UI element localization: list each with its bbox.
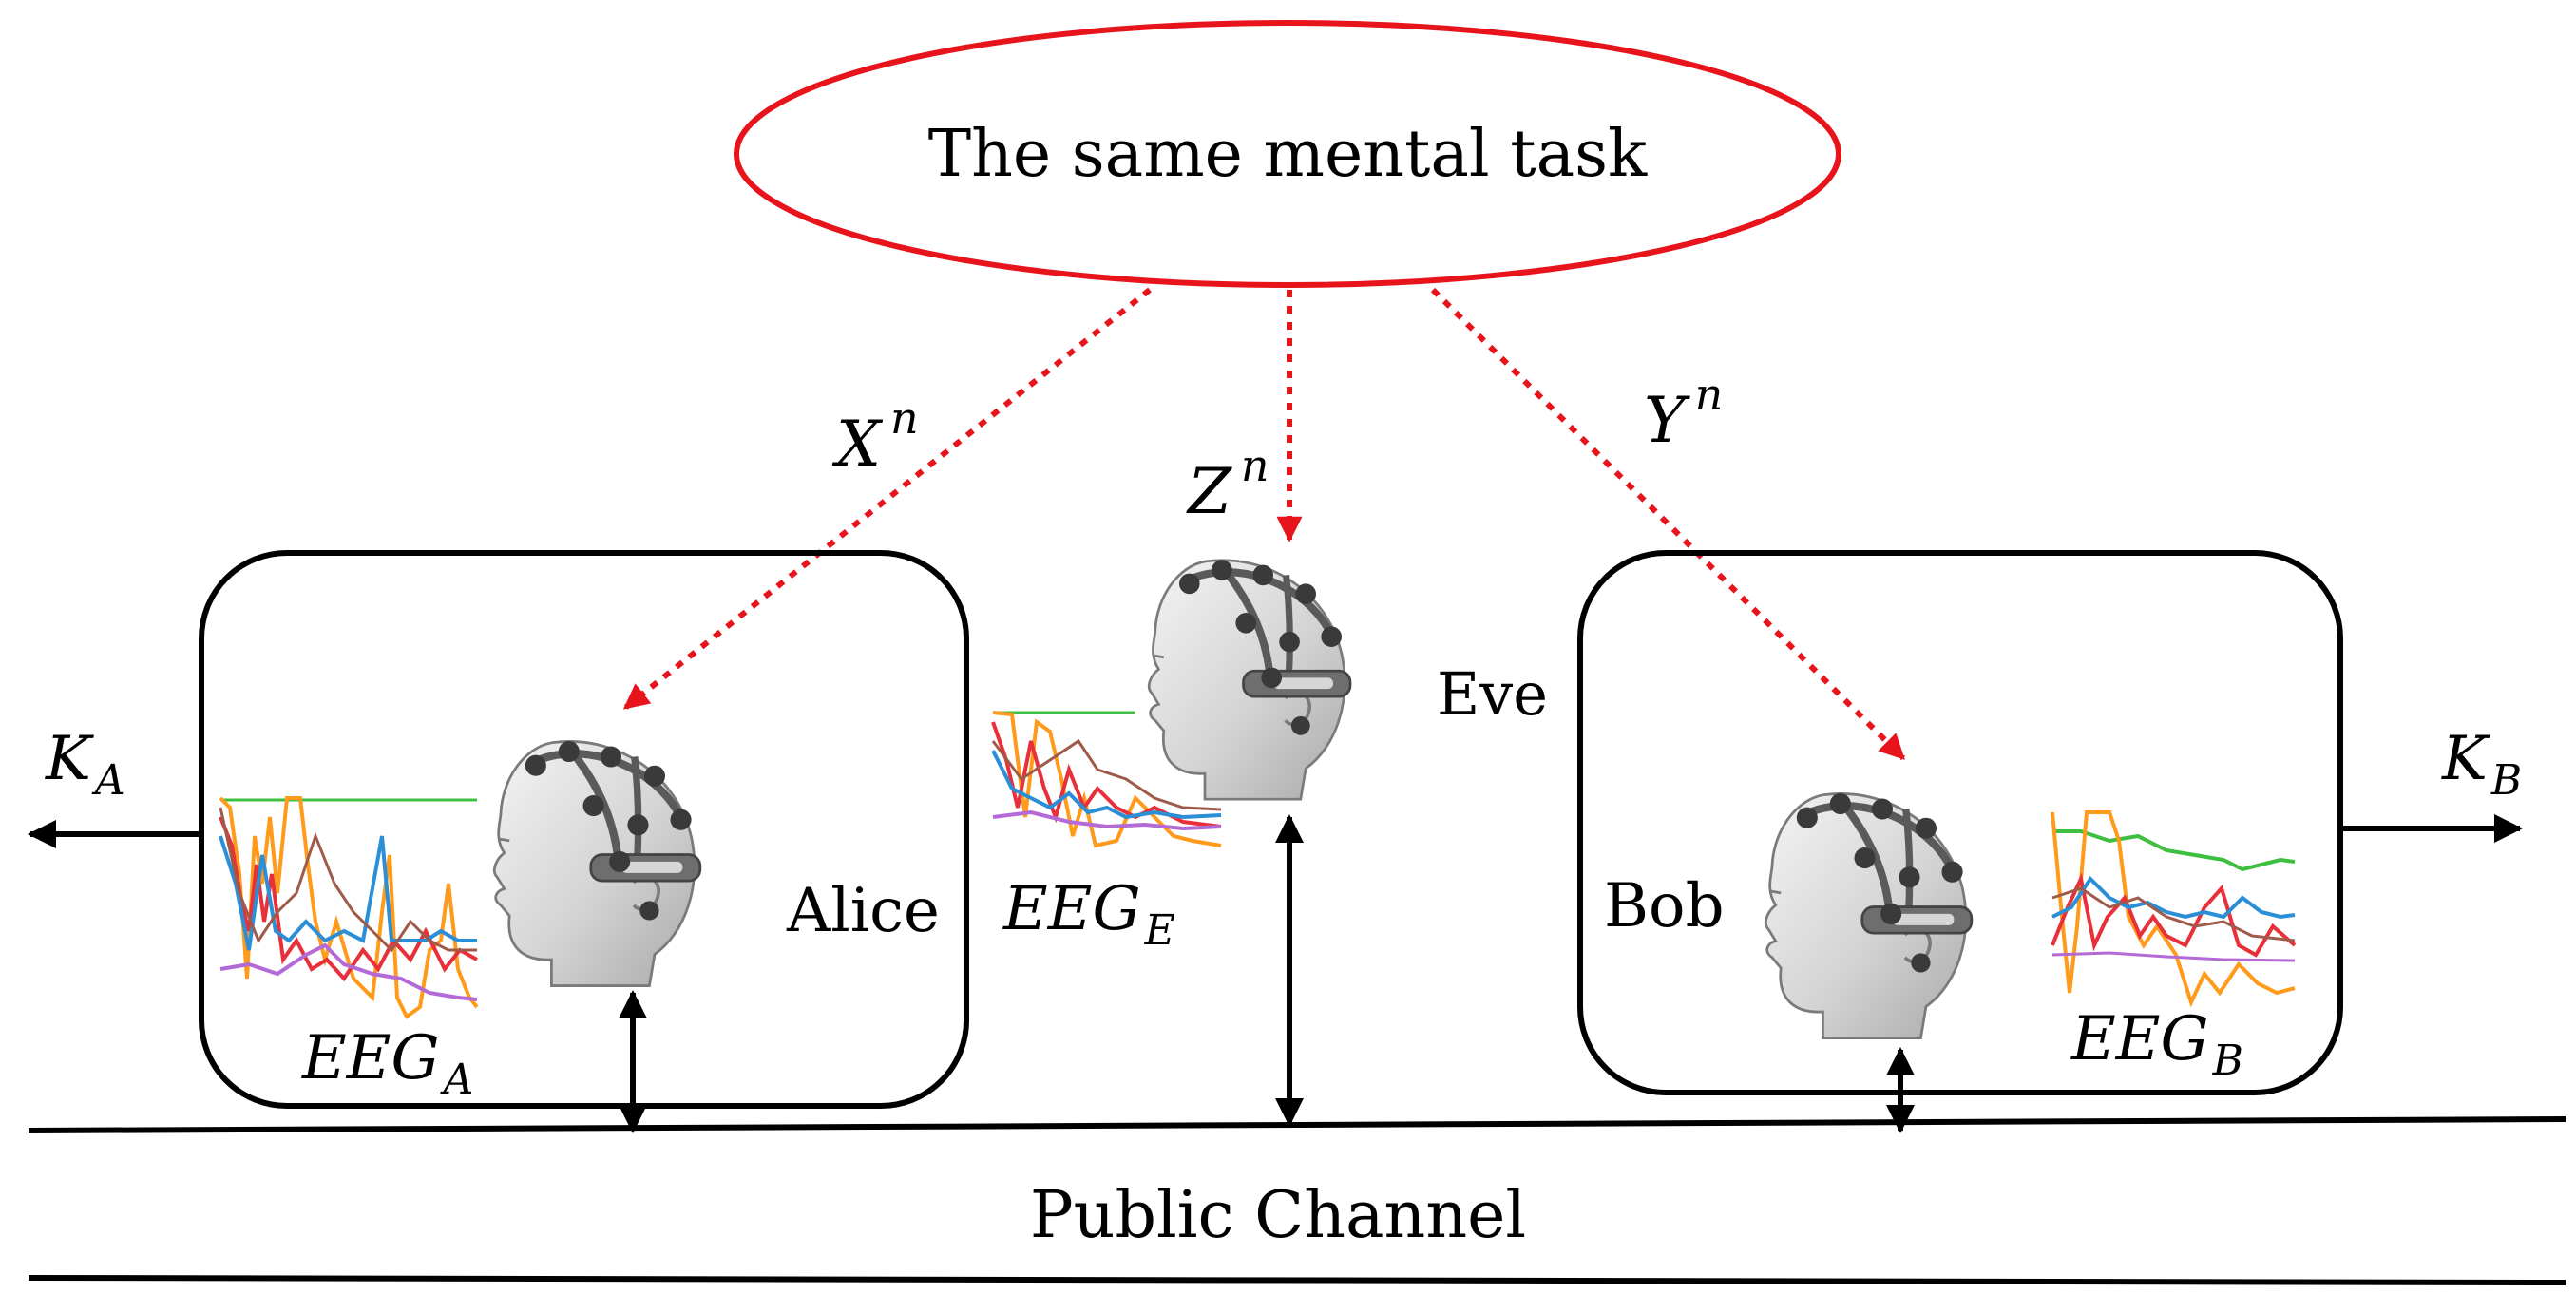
- eeg-b-label: EEGB: [2070, 1004, 2243, 1085]
- eeg-a-traces: [219, 779, 479, 1019]
- channel-top-line: [28, 1116, 2566, 1133]
- eeg-a-label: EEGA: [301, 1023, 473, 1104]
- task-ellipse: [734, 20, 1841, 288]
- alice-box: [199, 550, 969, 1109]
- arrow-to-alice: [622, 287, 1152, 711]
- eve-label: Eve: [1437, 659, 1548, 729]
- task-label: The same mental task: [928, 117, 1648, 192]
- channel-label: Public Channel: [1030, 1178, 1526, 1253]
- arrow-to-bob: [1430, 287, 1906, 761]
- key-b-label: KB: [2441, 724, 2522, 805]
- alice-head-icon: [494, 741, 699, 986]
- bob-box: [1577, 550, 2343, 1095]
- channel-bottom-line: [28, 1275, 2566, 1285]
- eeg-e-label: EEGE: [1002, 874, 1175, 955]
- eve-head-icon: [1149, 560, 1350, 799]
- alice-label: Alice: [786, 876, 940, 946]
- bob-head-icon: [1765, 793, 1971, 1038]
- eeg-b-traces: [2051, 803, 2297, 1008]
- bob-label: Bob: [1604, 871, 1725, 942]
- key-a-label: KA: [45, 724, 125, 805]
